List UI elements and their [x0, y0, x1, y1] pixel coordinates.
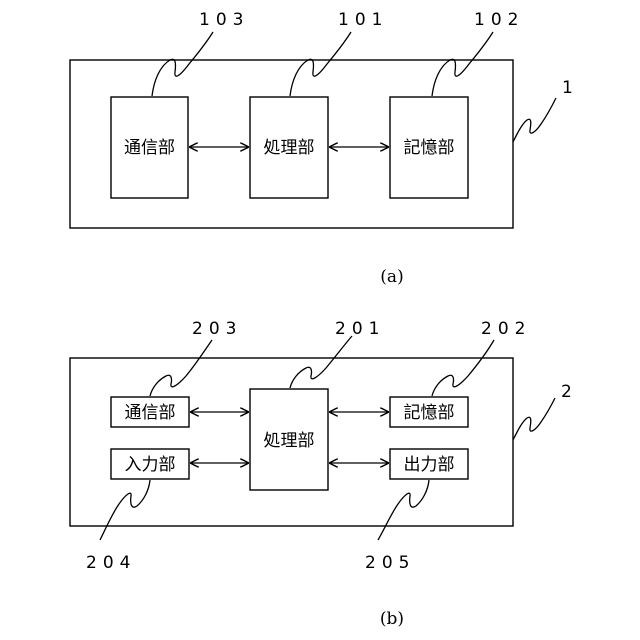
storage-label-a: 記憶部: [404, 138, 455, 158]
output-label-b: 出力部: [404, 455, 455, 475]
ref-202: 202: [481, 319, 531, 339]
communication-label-a: 通信部: [124, 138, 175, 158]
figure-b: 通信部 入力部 処理部 記憶部 出力部 203 201 202 2 204 20…: [70, 319, 578, 629]
ref-1: 1: [562, 78, 579, 98]
ref-103: 103: [199, 10, 249, 30]
communication-label-b: 通信部: [125, 403, 176, 423]
caption-b: (b): [380, 609, 404, 629]
processing-label-b: 処理部: [264, 431, 315, 451]
caption-a: (a): [380, 267, 403, 287]
input-label-b: 入力部: [125, 455, 176, 475]
leader-2: [513, 398, 555, 440]
ref-203: 203: [192, 319, 242, 339]
ref-201: 201: [335, 319, 385, 339]
ref-2: 2: [561, 382, 578, 402]
storage-label-b: 記憶部: [404, 403, 455, 423]
ref-102: 102: [474, 10, 524, 30]
ref-101: 101: [338, 10, 388, 30]
ref-204: 204: [86, 553, 136, 573]
processing-label-a: 処理部: [264, 138, 315, 158]
leader-1: [513, 98, 556, 142]
ref-205: 205: [365, 553, 415, 573]
figure-a: 通信部 処理部 記憶部 103 101 102 1 (a): [70, 10, 579, 287]
